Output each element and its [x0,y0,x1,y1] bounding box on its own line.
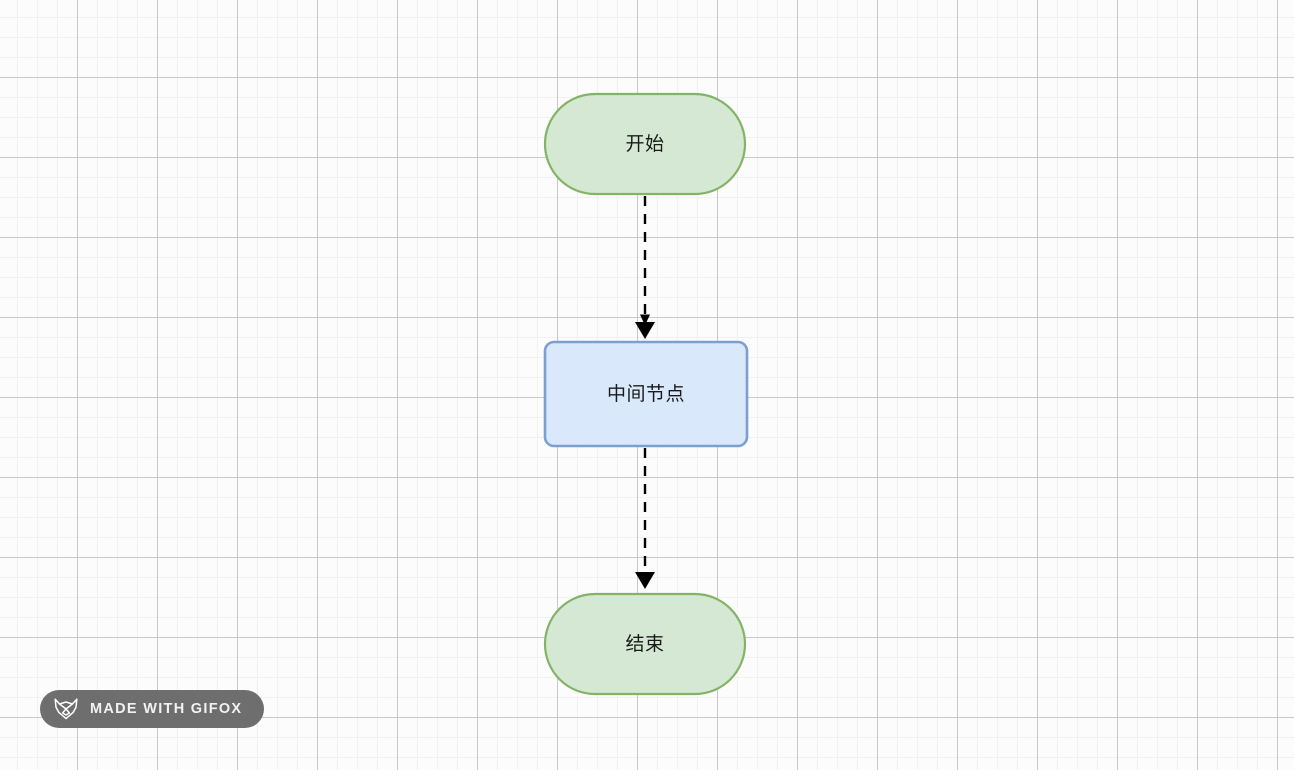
gifox-watermark-text: MADE WITH GIFOX [90,701,243,717]
gifox-watermark-badge: MADE WITH GIFOX [40,690,265,728]
arrowhead-icon [635,572,655,589]
node-end[interactable] [543,592,747,696]
edge-middle-to-end[interactable] [635,448,655,589]
node-middle[interactable] [543,340,749,448]
edge-start-to-middle[interactable] [635,196,655,339]
arrowhead-icon [635,322,655,339]
node-start[interactable] [543,92,747,196]
fox-head-icon [54,698,78,720]
